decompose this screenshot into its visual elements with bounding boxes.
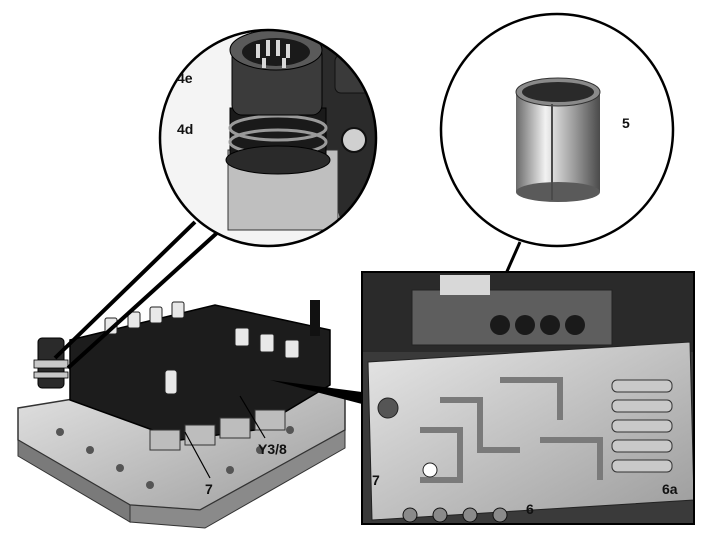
plate-holes (56, 426, 294, 489)
label-6: 6 (526, 501, 534, 517)
magnified-connector-view (158, 28, 378, 248)
housing-post (310, 300, 320, 336)
electrical-connector (33, 337, 69, 389)
valve-body-assembly (17, 300, 346, 529)
magnified-sleeve-view (439, 12, 675, 248)
valve-body-lower (149, 409, 286, 451)
label-y3-8: Y3/8 (258, 441, 287, 457)
label-5: 5 (622, 115, 630, 131)
callout-labels: 4e 4d 5 7 Y3/8 7 6a 6 (177, 70, 678, 517)
label-6a: 6a (662, 481, 678, 497)
leader-lines (53, 220, 522, 404)
label-7-main: 7 (205, 481, 213, 497)
label-4d: 4d (177, 121, 193, 137)
valve-plate-detail-photo (361, 271, 695, 525)
label-7-detail: 7 (372, 472, 380, 488)
sleeve-body (516, 92, 600, 192)
label-4e: 4e (177, 70, 193, 86)
base-plate-left-side (17, 439, 131, 523)
